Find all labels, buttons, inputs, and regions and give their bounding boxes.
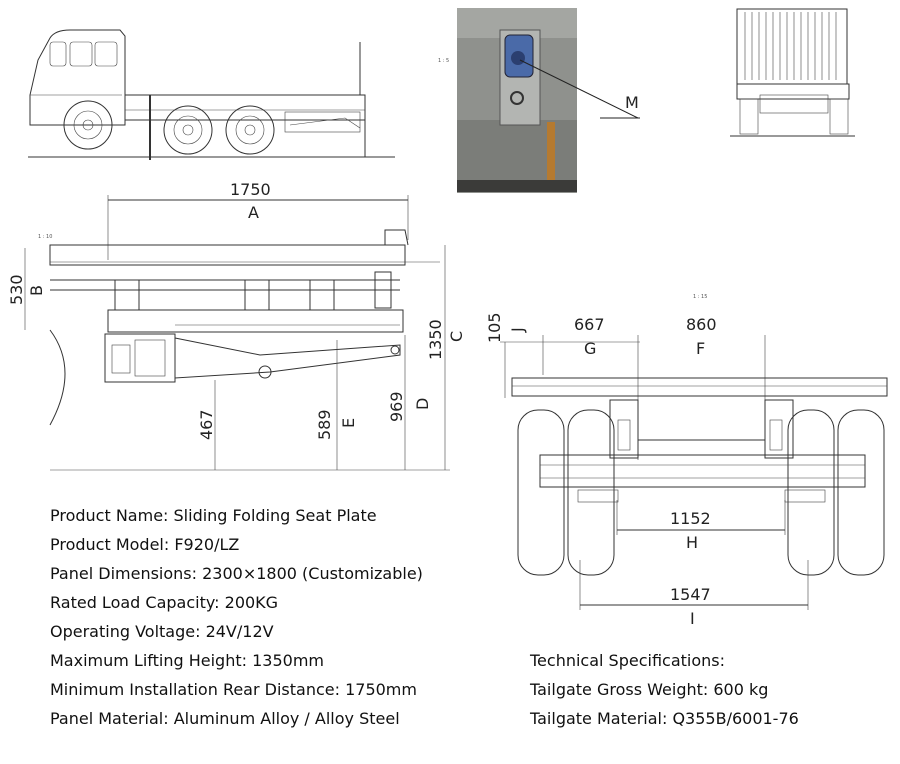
dim-b-value: 530: [7, 274, 26, 305]
dim-b-letter: B: [27, 285, 46, 296]
spec-rated-load: Rated Load Capacity: 200KG: [50, 593, 279, 612]
truck-side-view: [28, 29, 395, 160]
dim-g-letter: G: [584, 339, 596, 358]
dim-i-letter: I: [690, 609, 695, 628]
dim-j-value: 105: [485, 312, 504, 343]
dim-a-letter: A: [248, 203, 259, 222]
dim-h-letter: H: [686, 533, 698, 552]
spec-product-model: Product Model: F920/LZ: [50, 535, 240, 554]
spec-operating-voltage: Operating Voltage: 24V/12V: [50, 622, 274, 641]
dim-f-value: 860: [686, 315, 717, 334]
spec-max-lift-height: Maximum Lifting Height: 1350mm: [50, 651, 324, 670]
rear-section-view: 1 : 15: [500, 294, 888, 610]
spec-product-name: Product Name: Sliding Folding Seat Plate: [50, 506, 377, 525]
dim-c-value: 1350: [426, 319, 445, 360]
spec-tailgate-material: Tailgate Material: Q355B/6001-76: [530, 709, 799, 728]
detail-photo: 1 : 5: [438, 8, 640, 193]
dim-e-value: 589: [315, 409, 334, 440]
spec-panel-dimensions: Panel Dimensions: 2300×1800 (Customizabl…: [50, 564, 423, 583]
truck-rear-view: [730, 8, 855, 137]
side-section-view: 1 : 10: [24, 195, 450, 471]
callout-label: M: [625, 93, 639, 112]
dim-d-value: 969: [387, 391, 406, 422]
dim-h-value: 1152: [670, 509, 711, 528]
dim-left-value: 467: [197, 409, 216, 440]
spec-tailgate-weight: Tailgate Gross Weight: 600 kg: [530, 680, 769, 699]
spec-panel-material: Panel Material: Aluminum Alloy / Alloy S…: [50, 709, 400, 728]
dim-f-letter: F: [696, 339, 705, 358]
svg-text:1 : 5: 1 : 5: [438, 58, 449, 64]
svg-text:1 : 10: 1 : 10: [38, 234, 52, 240]
dim-c-letter: C: [447, 331, 466, 342]
spec-min-rear-distance: Minimum Installation Rear Distance: 1750…: [50, 680, 417, 699]
dim-e-letter: E: [339, 418, 358, 428]
svg-text:1 : 15: 1 : 15: [693, 294, 707, 300]
dim-d-letter: D: [413, 398, 432, 410]
dim-g-value: 667: [574, 315, 605, 334]
dim-i-value: 1547: [670, 585, 711, 604]
spec-technical-heading: Technical Specifications:: [530, 651, 726, 670]
dim-j-letter: J: [508, 327, 527, 333]
dim-a-value: 1750: [230, 180, 271, 199]
